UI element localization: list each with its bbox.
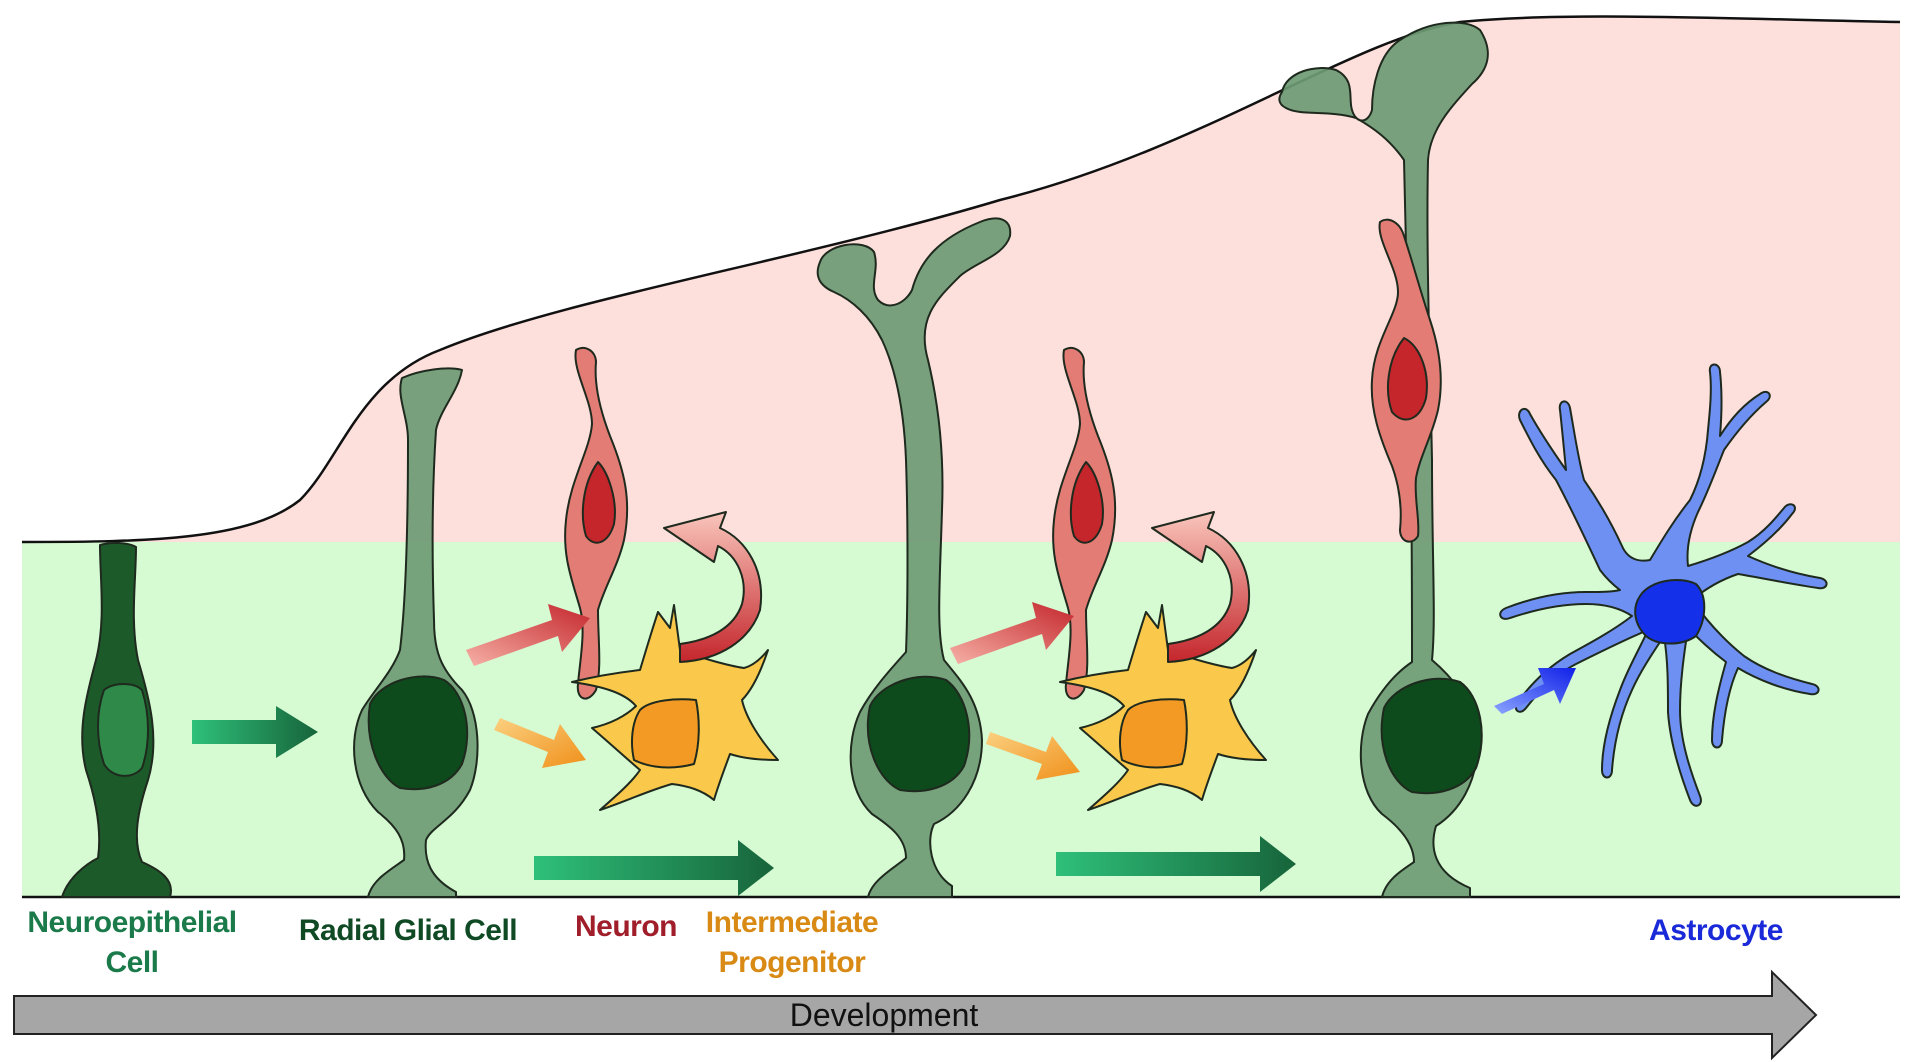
neuron-2 <box>1052 346 1117 700</box>
radial-glial-cell-1 <box>353 367 479 898</box>
label-neuroepithelial: Neuroepithelial <box>27 906 236 939</box>
transition-arrow <box>1494 668 1576 714</box>
curved-arrow <box>1151 511 1251 663</box>
label-astrocyte: Astrocyte <box>1649 914 1783 947</box>
radial-glial-nucleus-3 <box>1380 677 1483 795</box>
radial-glial-cell-3 <box>1278 21 1489 898</box>
radial-glial-nucleus-2 <box>866 675 971 793</box>
transition-arrow <box>466 604 590 666</box>
label-progenitor: Progenitor <box>719 946 866 979</box>
transition-arrow <box>192 706 318 758</box>
neuron-3 <box>1370 218 1442 543</box>
transition-arrow <box>534 840 774 896</box>
neuron-nucleus-2 <box>1069 461 1104 544</box>
neuron-nucleus-1 <box>581 461 616 544</box>
astrocyte-nucleus <box>1634 579 1706 645</box>
radial-glial-nucleus-1 <box>367 675 469 791</box>
intermediate-progenitor-2 <box>1059 604 1267 811</box>
transition-arrow <box>986 732 1080 780</box>
development-label: Development <box>790 997 979 1033</box>
development-arrow: Development <box>13 969 1818 1061</box>
intermediate-progenitor-1 <box>571 604 779 811</box>
label-intermediate: Intermediate <box>706 906 878 939</box>
curved-arrow <box>663 511 763 663</box>
transition-arrow <box>950 602 1074 664</box>
neuron-1 <box>564 346 629 700</box>
neuroepithelial-nucleus <box>97 683 149 777</box>
label-radial-glial: Radial Glial Cell <box>299 914 517 947</box>
neuroepithelial-cell <box>61 541 172 898</box>
radial-glial-cell-2 <box>816 217 1012 898</box>
neuron-nucleus-3 <box>1387 337 1428 421</box>
transition-arrow <box>1056 836 1296 892</box>
label-neuron: Neuron <box>575 910 677 943</box>
ip-nucleus-1 <box>631 698 700 769</box>
transition-arrow <box>494 718 586 768</box>
label-neuroepithelial-cell: Cell <box>105 946 158 979</box>
tissue-surface-line <box>21 15 1901 544</box>
ip-nucleus-2 <box>1119 698 1188 769</box>
